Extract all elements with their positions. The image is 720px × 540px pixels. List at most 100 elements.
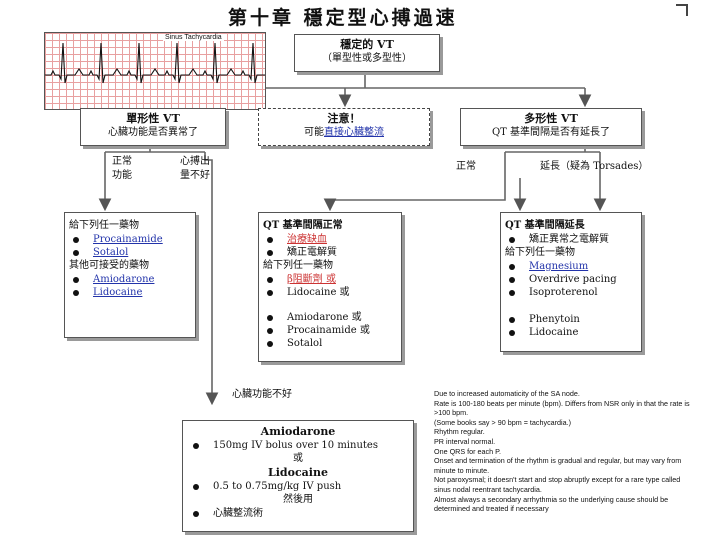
mid-sotalol: Sotalol xyxy=(287,338,323,349)
note-line: Rate is 100-180 beats per minute (bpm). … xyxy=(434,398,690,418)
list-item: Magnesium xyxy=(505,260,637,273)
drug-sotalol[interactable]: Sotalol xyxy=(93,247,129,258)
correct-electrolytes: 矯正電解質 xyxy=(287,247,337,258)
list-item: Phenytoin xyxy=(505,313,637,326)
drug-amiodarone[interactable]: Amiodarone xyxy=(93,274,155,285)
note-line: (Some books say > 90 bpm = tachycardia.) xyxy=(434,417,572,427)
bullet-icon xyxy=(267,327,273,334)
stable-vt-subtitle: （單型性或多型性） xyxy=(322,53,412,64)
mid-drug-box: QT 基準間隔正常 治療缺血 矯正電解質 給下列任一藥物 β阻斷劑 或 Lido… xyxy=(258,212,402,362)
bullet-icon xyxy=(509,236,515,243)
list-item: 0.5 to 0.75mg/kg IV push xyxy=(189,480,407,493)
branch-poor-output: 心搏出 量不好 xyxy=(180,156,210,181)
branch-qt-long: 延長（疑為 Torsades） xyxy=(540,161,649,172)
list-item: Procainamide xyxy=(69,233,191,246)
slide-title: 第十章 穩定型心搏過速 xyxy=(228,7,458,29)
dose2: 0.5 to 0.75mg/kg IV push xyxy=(213,481,342,492)
branch-normal-function: 正常 功能 xyxy=(112,156,132,181)
bullet-icon xyxy=(73,249,79,256)
bullet-icon xyxy=(509,289,515,296)
list-item: Lidocaine xyxy=(69,286,191,299)
list-item: Overdrive pacing xyxy=(505,273,637,286)
drug-lidocaine[interactable]: Lidocaine xyxy=(93,287,143,298)
treat-ischemia-link[interactable]: 治療缺血 xyxy=(287,234,327,245)
ecg-strip: Sinus Tachycardia xyxy=(44,32,266,110)
bullet-icon xyxy=(267,236,273,243)
or-label: 或 xyxy=(293,453,303,464)
list-item: Amiodarone 或 xyxy=(263,311,397,324)
bullet-icon xyxy=(267,249,273,256)
right-drug-subheading: 給下列任一藥物 xyxy=(505,247,575,258)
drug-lidocaine-right: Lidocaine xyxy=(529,327,579,338)
bullet-icon xyxy=(509,263,515,270)
qt-normal-heading: QT 基準間隔正常 xyxy=(263,220,343,231)
polymorphic-vt-box: 多形性 VT QT 基準間隔是否有延長了 xyxy=(460,108,642,146)
bullet-icon xyxy=(267,340,273,347)
monomorphic-vt-title: 單形性 VT xyxy=(126,112,180,125)
monomorphic-vt-question: 心臟功能是否異常了 xyxy=(108,127,198,138)
list-item: Sotalol xyxy=(69,246,191,259)
beta-blocker-link[interactable]: β阻斷劑 或 xyxy=(287,274,336,285)
note-line: PR interval normal. xyxy=(434,436,496,446)
qt-long-heading: QT 基準間隔延長 xyxy=(505,220,585,231)
mid-amiodarone: Amiodarone 或 xyxy=(287,312,362,323)
drug2-title: Lidocaine xyxy=(268,466,328,479)
bullet-icon xyxy=(193,483,199,490)
bullet-icon xyxy=(73,236,79,243)
bullet-icon xyxy=(73,289,79,296)
drug-magnesium[interactable]: Magnesium xyxy=(529,261,589,272)
bullet-icon xyxy=(509,316,515,323)
bullet-icon xyxy=(193,510,199,517)
bullet-icon xyxy=(509,276,515,283)
list-item: 150mg IV bolus over 10 minutes xyxy=(189,439,407,452)
left-drug-subheading: 其他可接受的藥物 xyxy=(69,260,149,271)
branch-qt-normal: 正常 xyxy=(456,161,476,172)
mid-lidocaine: Lidocaine 或 xyxy=(287,287,350,298)
note-line: Not paroxysmal; it doesn't start and sto… xyxy=(434,475,681,494)
caution-title: 注意！ xyxy=(327,112,361,125)
left-drug-box: 給下列任一藥物 Procainamide Sotalol 其他可接受的藥物 Am… xyxy=(64,212,196,338)
sinus-tachycardia-notes: Due to increased automaticity of the SA … xyxy=(434,389,692,514)
poor-function-label: 心臟功能不好 xyxy=(232,389,292,400)
bullet-icon xyxy=(193,442,199,449)
left-drug-heading: 給下列任一藥物 xyxy=(69,220,139,231)
list-item: 矯正電解質 xyxy=(263,246,397,259)
dose1: 150mg IV bolus over 10 minutes xyxy=(213,440,378,451)
drug-procainamide[interactable]: Procainamide xyxy=(93,234,163,245)
note-line: Due to increased automaticity of the SA … xyxy=(434,389,580,398)
list-item: Procainamide 或 xyxy=(263,324,397,337)
drug-isoproterenol: Isoproterenol xyxy=(529,287,598,298)
drug-phenytoin: Phenytoin xyxy=(529,314,580,325)
note-line: Almost always a secondary arrhythmia so … xyxy=(434,494,669,514)
bullet-icon xyxy=(509,329,515,336)
list-item: Lidocaine 或 xyxy=(263,286,397,299)
polymorphic-vt-question: QT 基準間隔是否有延長了 xyxy=(491,127,611,138)
bullet-icon xyxy=(73,276,79,283)
list-item: Lidocaine xyxy=(505,326,637,339)
correct-abnormal-electrolytes: 矯正異常之電解質 xyxy=(529,234,609,245)
cardioversion-link[interactable]: 直接心臟整流 xyxy=(324,127,384,138)
caution-box: 注意！ 可能直接心臟整流 xyxy=(258,108,430,146)
drug1-title: Amiodarone xyxy=(260,425,336,438)
list-item: β阻斷劑 或 xyxy=(263,273,397,286)
caution-prefix: 可能 xyxy=(304,127,324,138)
list-item: 治療缺血 xyxy=(263,233,397,246)
note-line: Rhythm regular. xyxy=(434,427,485,437)
monomorphic-vt-box: 單形性 VT 心臟功能是否異常了 xyxy=(80,108,226,146)
caution-text: 可能直接心臟整流 xyxy=(259,126,429,140)
note-line: One QRS for each P. xyxy=(434,446,501,456)
mid-drug-subheading: 給下列任一藥物 xyxy=(263,260,333,271)
bullet-icon xyxy=(267,289,273,296)
ecg-label: Sinus Tachycardia xyxy=(163,34,224,41)
then-label: 然後用 xyxy=(283,494,313,505)
stable-vt-box: 穩定的 VT （單型性或多型性） xyxy=(294,34,440,72)
list-item: 矯正異常之電解質 xyxy=(505,233,637,246)
list-item: 心臟整流術 xyxy=(189,507,407,520)
mid-procainamide: Procainamide 或 xyxy=(287,325,370,336)
right-drug-box: QT 基準間隔延長 矯正異常之電解質 給下列任一藥物 Magnesium Ove… xyxy=(500,212,642,352)
stable-vt-title: 穩定的 VT xyxy=(340,38,394,51)
note-line: Onset and termination of the rhythm is g… xyxy=(434,456,682,475)
cardioversion-text: 心臟整流術 xyxy=(213,508,263,519)
list-item: Sotalol xyxy=(263,337,397,350)
overdrive-pacing: Overdrive pacing xyxy=(529,274,617,285)
